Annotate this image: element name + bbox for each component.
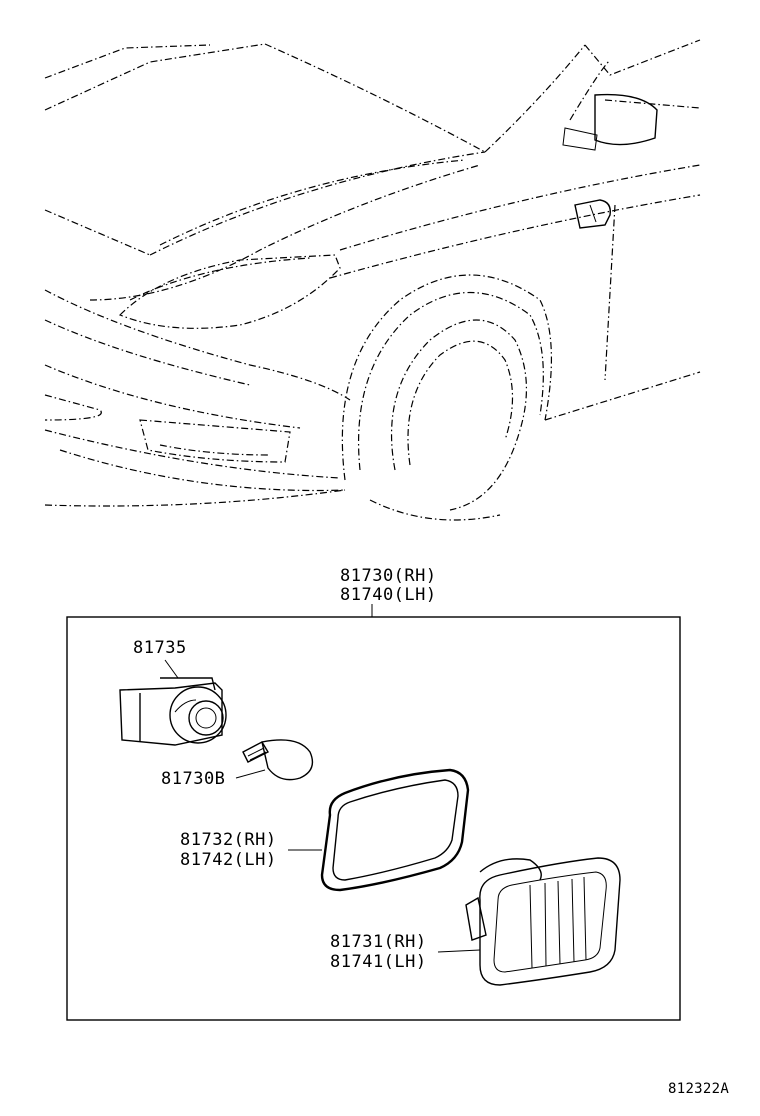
gasket-lh-label: 81742(LH) bbox=[180, 850, 277, 870]
gasket-rh-label: 81732(RH) bbox=[180, 830, 277, 850]
lens-illustration bbox=[437, 857, 621, 986]
socket-label: 81735 bbox=[133, 638, 187, 658]
bulb-illustration bbox=[235, 739, 314, 781]
socket-illustration bbox=[119, 659, 227, 746]
assembly-lh-label: 81740(LH) bbox=[340, 585, 437, 605]
assembly-rh-label: 81730(RH) bbox=[340, 566, 437, 586]
lens-lh-label: 81741(LH) bbox=[330, 952, 427, 972]
lens-rh-label: 81731(RH) bbox=[330, 932, 427, 952]
gasket-illustration bbox=[288, 768, 470, 892]
bulb-label: 81730B bbox=[161, 769, 226, 789]
assembly-box bbox=[66, 604, 681, 1021]
figure-code: 812322A bbox=[668, 1081, 730, 1097]
car-front-illustration bbox=[44, 39, 701, 521]
